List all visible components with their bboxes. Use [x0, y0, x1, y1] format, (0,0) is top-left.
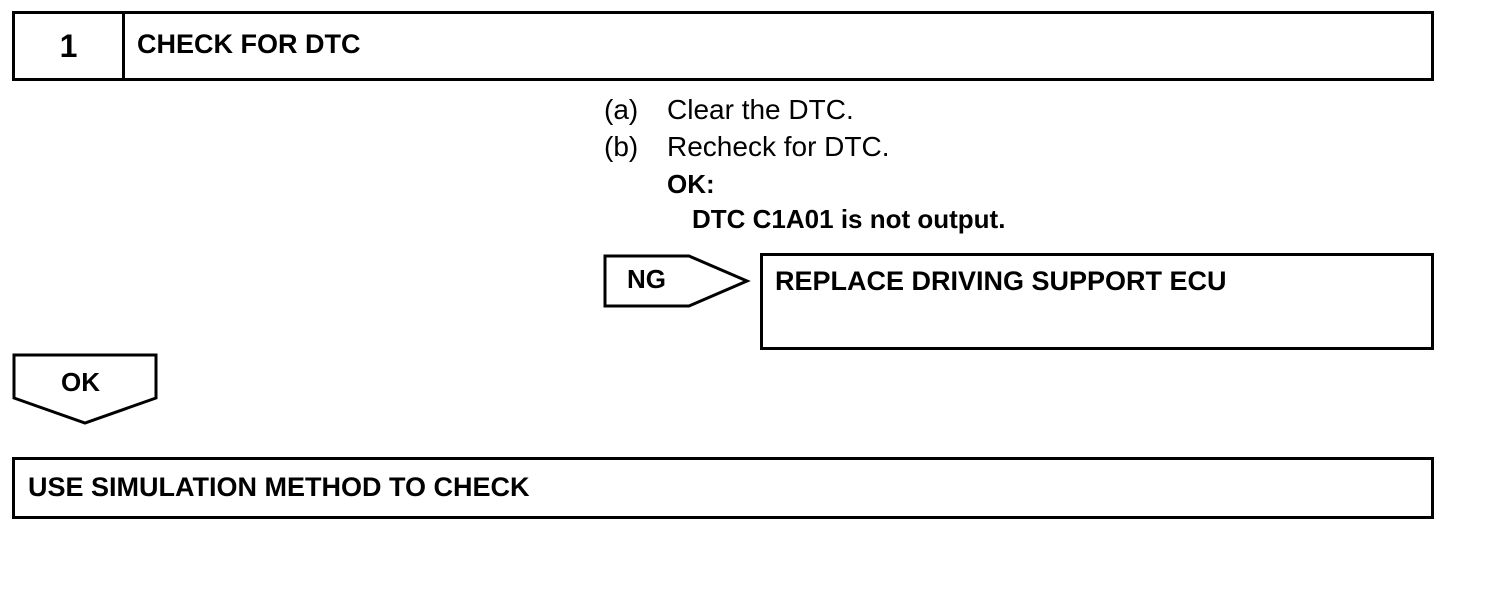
ok-label: OK	[61, 367, 100, 397]
ok-condition-label: OK:	[667, 169, 715, 199]
instruction-a-text: Clear the DTC.	[667, 94, 854, 125]
ng-result-box: REPLACE DRIVING SUPPORT ECU	[760, 253, 1434, 350]
ng-label: NG	[627, 264, 666, 294]
ng-result-text: REPLACE DRIVING SUPPORT ECU	[775, 266, 1227, 296]
instruction-b-text: Recheck for DTC.	[667, 131, 890, 162]
instruction-b-label: (b)	[604, 131, 639, 162]
instruction-a-label: (a)	[604, 94, 639, 125]
ok-arrow-icon	[12, 353, 158, 425]
step-title: CHECK FOR DTC	[137, 29, 361, 59]
ng-arrow-icon	[603, 254, 751, 308]
step-header: 1 CHECK FOR DTC	[12, 11, 1434, 81]
ok-result-text: USE SIMULATION METHOD TO CHECK	[28, 472, 530, 502]
step-number: 1	[15, 14, 125, 78]
ok-condition-detail: DTC C1A01 is not output.	[692, 204, 1006, 234]
ok-result-box: USE SIMULATION METHOD TO CHECK	[12, 457, 1434, 519]
